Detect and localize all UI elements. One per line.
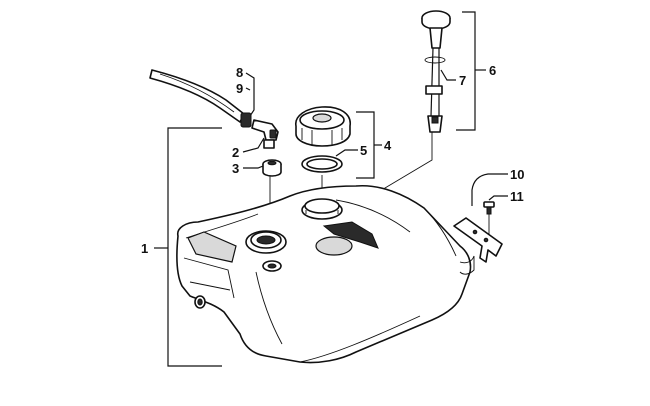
callout-8: 8 [236,65,243,80]
fuel-cap [295,106,351,147]
cap-seal-ring [301,155,343,173]
leader-7 [440,69,456,81]
leader-10 [471,173,508,206]
callout-4: 4 [384,138,392,153]
leader-5 [335,149,358,157]
callout-7: 7 [459,73,466,88]
fuel-level-sender [421,10,451,133]
leader-8 [245,72,255,117]
leader-lines [154,11,508,367]
callout-10: 10 [510,167,524,182]
callout-5: 5 [360,143,367,158]
leader-2 [242,137,265,153]
bracket-6 [456,11,476,131]
callout-3: 3 [232,161,239,176]
leader-9 [245,87,251,91]
tank-valve-boss [262,260,282,272]
callout-1: 1 [141,241,148,256]
tank-pump-opening [245,230,287,254]
hose-clamp [240,112,252,128]
callout-6: 6 [489,63,496,78]
fuel-tank-body [176,184,475,364]
valve-grommet [262,159,282,177]
leader-11 [488,195,508,201]
fuel-hose [149,69,245,123]
bracket-screw [483,201,495,215]
callout-labels: 1 2 3 4 5 6 7 8 9 10 11 [141,63,524,256]
callout-2: 2 [232,145,239,160]
bracket-1 [167,127,222,367]
callout-9: 9 [236,81,243,96]
tank-filler-neck [301,198,343,220]
callout-11: 11 [510,189,524,204]
vent-valve-elbow [251,119,279,149]
mounting-bracket [453,217,503,263]
